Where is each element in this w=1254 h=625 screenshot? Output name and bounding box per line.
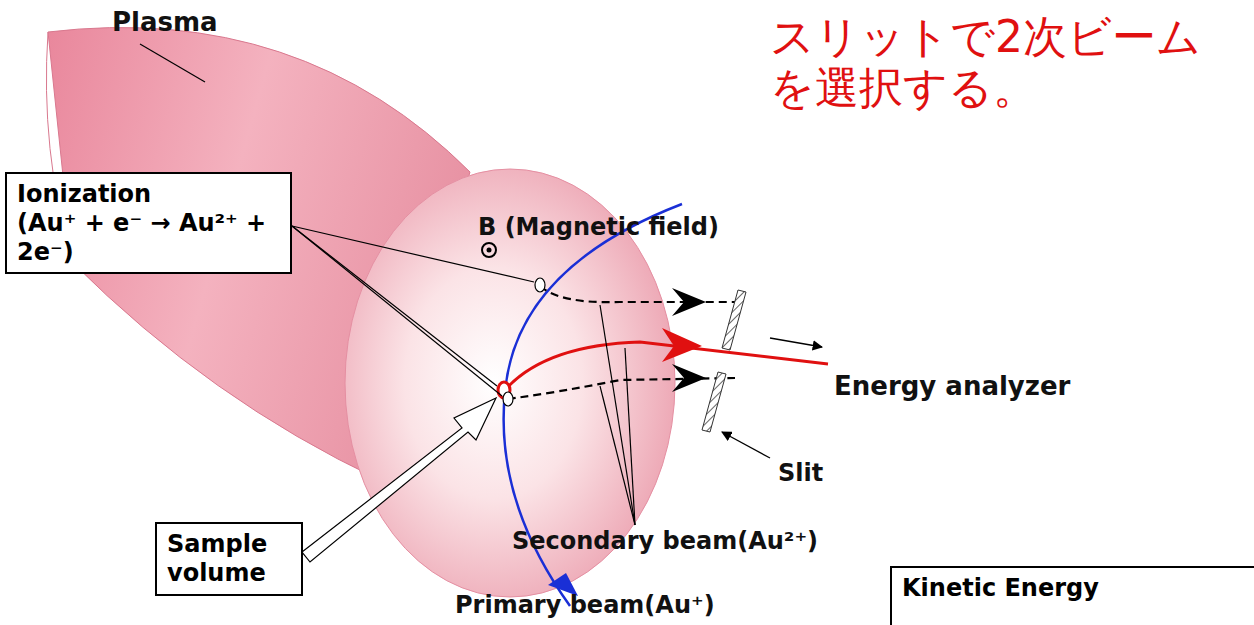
field-label: B (Magnetic field) [478,214,719,242]
pointer-arrow [302,398,496,562]
beam-label: Secondary beam(Au²⁺) [512,528,818,556]
ionization-point [503,392,513,406]
ionization-box: Ionization(Au⁺ + e⁻ → Au²⁺ + 2e⁻) [5,172,292,274]
box-text: (Au⁺ + e⁻ → Au²⁺ + 2e⁻) [17,209,280,267]
note-text: スリットで2次ビームを選択する。 [770,12,1240,113]
slit [702,290,746,432]
slit-label: Slit [778,460,823,488]
leader-lines [292,226,534,396]
box-heading: Ionization [17,180,280,209]
box-heading: Kinetic Energy [902,574,1244,603]
plasma-label: Plasma [112,8,218,38]
label-box: Sample volume [155,522,303,596]
secondary-beam [508,378,735,399]
ionization-point [535,278,545,292]
result-box: Kinetic Energy [890,566,1254,625]
secondary-beam [540,286,742,302]
beam-label: Primary beam(Au⁺) [455,592,715,620]
analyzer-label: Energy analyzer [834,372,1070,402]
selected-beam [505,342,828,390]
box-heading: Sample volume [167,530,291,588]
field-symbol [482,243,496,257]
